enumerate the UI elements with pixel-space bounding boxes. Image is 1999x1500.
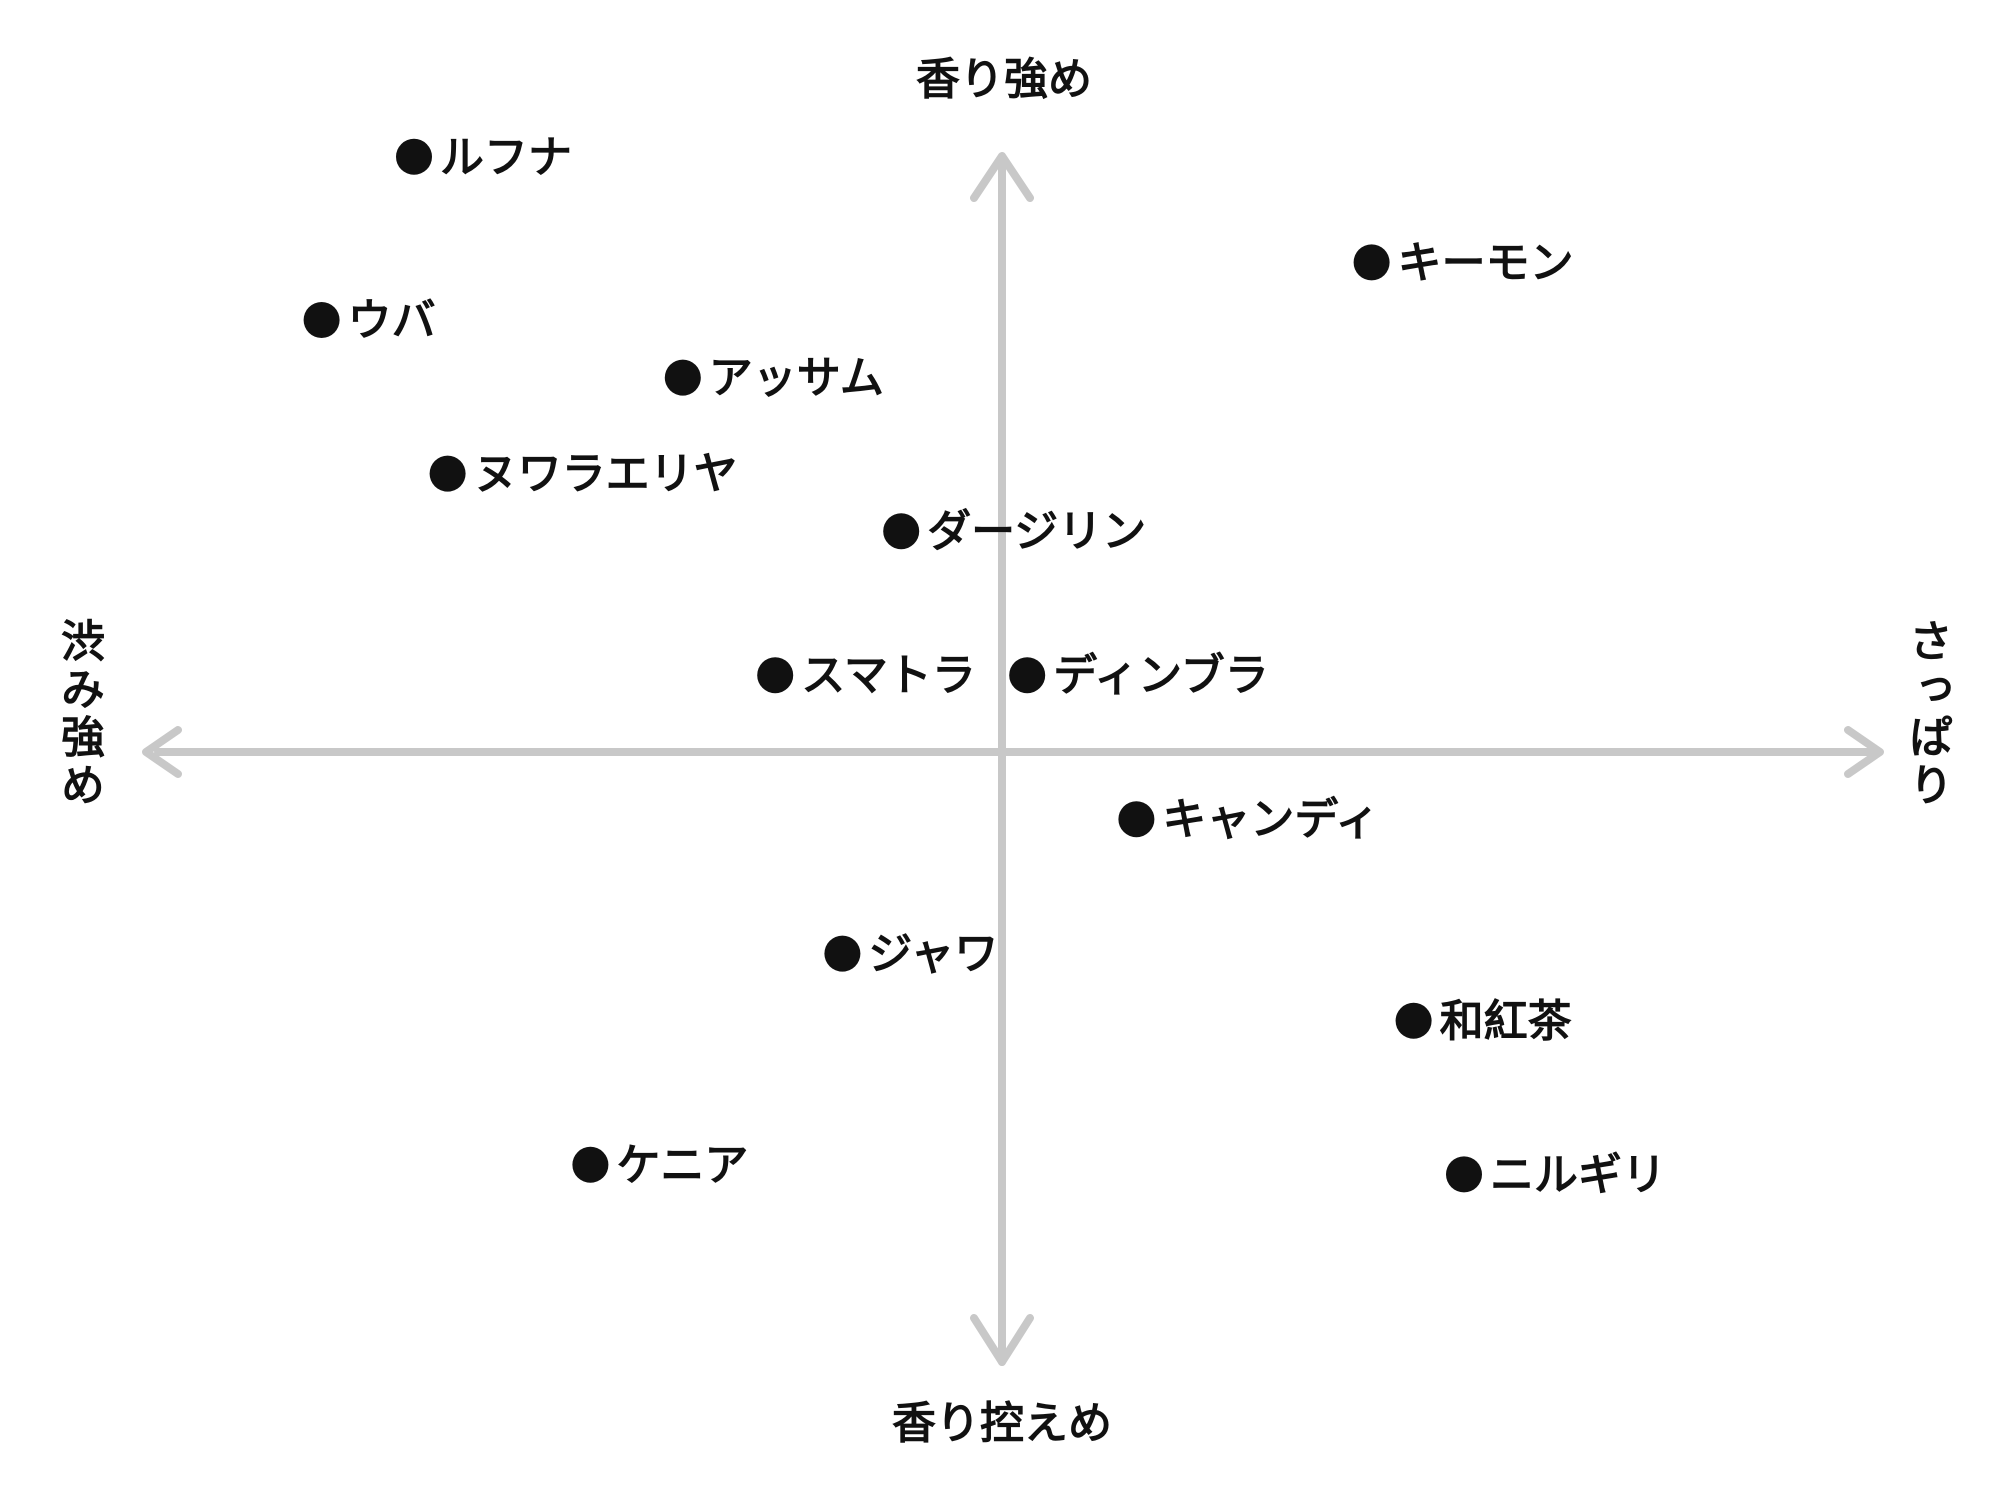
data-point: ルフナ — [396, 132, 572, 183]
data-point: キーモン — [1353, 237, 1574, 288]
data-point: ディンブラ — [1009, 650, 1269, 701]
axis-label-aroma-strong: 香り強め — [916, 54, 1092, 105]
x-axis-left-arrowhead — [142, 726, 182, 778]
data-point-marker — [429, 455, 466, 492]
data-point-marker — [1446, 1156, 1482, 1193]
data-point: ダージリン — [883, 506, 1146, 557]
data-point: ジャワ — [824, 929, 998, 980]
data-point: アッサム — [664, 353, 884, 404]
data-point-label: ディンブラ — [1053, 650, 1269, 701]
axis-label-aroma-mild: 香り控えめ — [892, 1398, 1112, 1449]
data-point-marker — [303, 302, 340, 338]
data-point-label: 和紅茶 — [1440, 996, 1573, 1047]
data-point-marker — [883, 513, 920, 550]
data-point-label: ニルギリ — [1490, 1149, 1666, 1200]
x-axis-right-arrowhead — [1844, 726, 1884, 778]
data-point-marker — [664, 359, 701, 396]
data-point-label: ダージリン — [927, 506, 1146, 557]
data-point-marker — [1353, 244, 1390, 281]
axis-label-astringent: 渋み強め — [53, 618, 104, 810]
data-point-label: ジャワ — [868, 929, 998, 980]
data-point: ヌワラエリヤ — [429, 449, 738, 500]
data-point-label: ウバ — [348, 295, 436, 346]
data-point-marker — [1009, 657, 1046, 694]
data-point-marker — [824, 935, 861, 972]
data-point-label: ルフナ — [440, 132, 572, 183]
data-point-label: スマトラ — [801, 650, 976, 701]
data-point-marker — [396, 138, 432, 175]
y-axis-top-arrowhead — [970, 152, 1034, 202]
axis-label-refreshing: さっぱり — [1901, 618, 1952, 810]
data-point-label: ヌワラエリヤ — [474, 449, 738, 500]
data-point-label: キャンディ — [1162, 794, 1379, 845]
data-point: ウバ — [303, 295, 436, 346]
data-point-marker — [1395, 1002, 1432, 1039]
data-point: 和紅茶 — [1395, 996, 1573, 1047]
axes — [142, 152, 1884, 1366]
data-point-label: ケニア — [616, 1140, 748, 1191]
y-axis-bottom-arrowhead — [970, 1314, 1034, 1366]
data-point: スマトラ — [757, 650, 976, 701]
data-point: キャンディ — [1118, 794, 1379, 845]
data-point: ニルギリ — [1446, 1149, 1666, 1200]
data-point-marker — [572, 1146, 609, 1183]
data-point-marker — [757, 657, 794, 694]
data-point: ケニア — [572, 1140, 748, 1191]
data-point-label: アッサム — [709, 353, 884, 404]
data-point-label: キーモン — [1398, 237, 1574, 288]
data-point-marker — [1118, 801, 1155, 838]
